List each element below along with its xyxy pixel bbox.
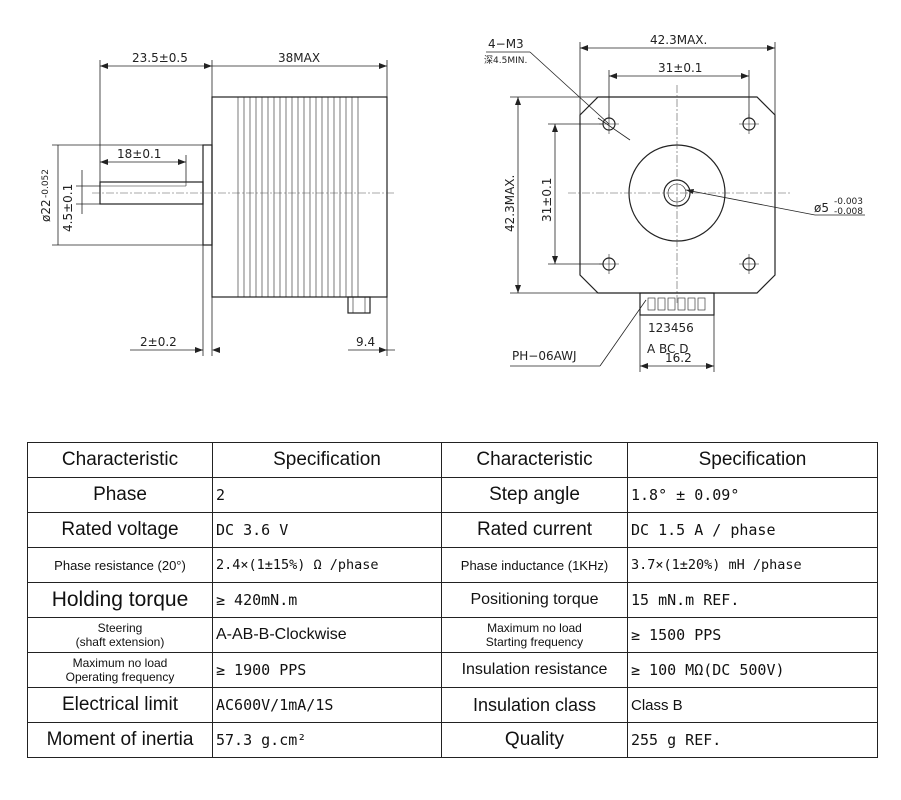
technical-drawing: 23.5±0.5 38MAX 18±0.1 4.5±0.1 ø22 -0.052… bbox=[39, 33, 865, 372]
dim-boss-tolerance: -0.052 bbox=[41, 169, 51, 198]
table-row: Holding torque ≥ 420mN.m Positioning tor… bbox=[27, 582, 878, 618]
header-characteristic-1: Characteristic bbox=[27, 442, 213, 478]
connector-part-number: PH−06AWJ bbox=[512, 349, 577, 363]
table-row: Steering (shaft extension) A-AB-B-Clockw… bbox=[27, 617, 878, 653]
row-moment-of-inertia-value: 57.3 g.cm² bbox=[212, 722, 442, 758]
row-electrical-limit-value: AC600V/1mA/1S bbox=[212, 687, 442, 723]
dim-flat-height: 4.5±0.1 bbox=[61, 184, 75, 232]
row-positioning-torque-label: Positioning torque bbox=[441, 582, 628, 618]
row-holding-torque-label: Holding torque bbox=[27, 582, 213, 618]
specification-table: Characteristic Specification Characteris… bbox=[27, 442, 878, 758]
dim-front-shaft-diameter: ø5 bbox=[814, 201, 829, 215]
row-phase-label: Phase bbox=[27, 477, 213, 513]
connector-outline bbox=[347, 296, 371, 314]
row-steering-label-line2: (shaft extension) bbox=[75, 635, 165, 649]
thread-spec-label: 4−M3 bbox=[488, 37, 524, 51]
row-starting-frequency-label: Maximum no load Starting frequency bbox=[441, 617, 628, 653]
row-step-angle-label: Step angle bbox=[441, 477, 628, 513]
dim-hole-spacing-vertical: 31±0.1 bbox=[540, 178, 554, 222]
row-step-angle-value: 1.8° ± 0.09° bbox=[627, 477, 878, 513]
table-row: Rated voltage DC 3.6 V Rated current DC … bbox=[27, 512, 878, 548]
row-phase-inductance-label: Phase inductance (1KHz) bbox=[441, 547, 628, 583]
row-operating-frequency-label: Maximum no load Operating frequency bbox=[27, 652, 213, 688]
flange-outline bbox=[579, 96, 776, 294]
row-quality-label: Quality bbox=[441, 722, 628, 758]
dim-boss-diameter: ø22 bbox=[39, 199, 53, 222]
row-operating-frequency-value: ≥ 1900 PPS bbox=[212, 652, 442, 688]
row-steering-value: A-AB-B-Clockwise bbox=[212, 617, 442, 653]
table-row: Electrical limit AC600V/1mA/1S Insulatio… bbox=[27, 687, 878, 723]
body-lamination-lines bbox=[237, 97, 359, 297]
row-operating-frequency-label-line1: Maximum no load bbox=[72, 656, 168, 670]
row-holding-torque-value: ≥ 420mN.m bbox=[212, 582, 442, 618]
dim-connector-width: 16.2 bbox=[665, 351, 692, 365]
dim-front-shaft-tol-upper: -0.003 bbox=[834, 197, 863, 207]
table-row: Maximum no load Operating frequency ≥ 19… bbox=[27, 652, 878, 688]
row-steering-label-line1: Steering bbox=[97, 621, 143, 635]
row-starting-frequency-value: ≥ 1500 PPS bbox=[627, 617, 878, 653]
row-steering-label: Steering (shaft extension) bbox=[27, 617, 213, 653]
connector-pins bbox=[647, 297, 706, 311]
row-moment-of-inertia-label: Moment of inertia bbox=[27, 722, 213, 758]
side-view: 23.5±0.5 38MAX 18±0.1 4.5±0.1 ø22 -0.052… bbox=[39, 51, 395, 356]
table-header-row: Characteristic Specification Characteris… bbox=[27, 442, 878, 478]
header-characteristic-2: Characteristic bbox=[441, 442, 628, 478]
row-positioning-torque-value: 15 mN.m REF. bbox=[627, 582, 878, 618]
row-quality-value: 255 g REF. bbox=[627, 722, 878, 758]
dim-hole-spacing-horizontal: 31±0.1 bbox=[658, 61, 702, 75]
dim-shaft-length: 23.5±0.5 bbox=[132, 51, 188, 65]
front-view: 123456 A BC D 16.2 PH−06AWJ 4−M3 深4.5MIN… bbox=[484, 33, 865, 372]
row-phase-resistance-value: 2.4×(1±15%) Ω /phase bbox=[212, 547, 442, 583]
table-row: Moment of inertia 57.3 g.cm² Quality 255… bbox=[27, 722, 878, 758]
table-row: Phase resistance (20°) 2.4×(1±15%) Ω /ph… bbox=[27, 547, 878, 583]
row-phase-value: 2 bbox=[212, 477, 442, 513]
row-rated-voltage-label: Rated voltage bbox=[27, 512, 213, 548]
thread-depth-label: 深4.5MIN. bbox=[484, 55, 527, 66]
row-starting-frequency-label-line2: Starting frequency bbox=[485, 635, 584, 649]
header-specification-2: Specification bbox=[627, 442, 878, 478]
row-phase-resistance-label: Phase resistance (20°) bbox=[27, 547, 213, 583]
dim-body-length: 38MAX bbox=[278, 51, 320, 65]
row-insulation-resistance-label: Insulation resistance bbox=[441, 652, 628, 688]
mounting-holes bbox=[599, 114, 759, 274]
dim-flat-length: 18±0.1 bbox=[117, 147, 161, 161]
row-operating-frequency-label-line2: Operating frequency bbox=[65, 670, 175, 684]
row-rated-voltage-value: DC 3.6 V bbox=[212, 512, 442, 548]
connector-pin-numbers: 123456 bbox=[648, 321, 694, 335]
row-rated-current-value: DC 1.5 A / phase bbox=[627, 512, 878, 548]
connector-phase-labels: A BC D bbox=[647, 342, 688, 356]
row-insulation-class-label: Insulation class bbox=[441, 687, 628, 723]
boss-outline bbox=[202, 144, 213, 246]
dim-connector-offset: 9.4 bbox=[356, 335, 375, 349]
dim-front-shaft-tol-lower: -0.008 bbox=[834, 207, 863, 217]
table-row: Phase 2 Step angle 1.8° ± 0.09° bbox=[27, 477, 878, 513]
row-phase-inductance-value: 3.7×(1±20%) mH /phase bbox=[627, 547, 878, 583]
row-starting-frequency-label-line1: Maximum no load bbox=[487, 621, 582, 635]
dim-body-height: 42.3MAX. bbox=[503, 175, 517, 232]
row-electrical-limit-label: Electrical limit bbox=[27, 687, 213, 723]
row-insulation-resistance-value: ≥ 100 MΩ(DC 500V) bbox=[627, 652, 878, 688]
front-connector-outline bbox=[639, 292, 715, 316]
dim-boss-depth: 2±0.2 bbox=[140, 335, 177, 349]
dim-body-width: 42.3MAX. bbox=[650, 33, 707, 47]
row-rated-current-label: Rated current bbox=[441, 512, 628, 548]
header-specification-1: Specification bbox=[212, 442, 442, 478]
row-insulation-class-value: Class B bbox=[627, 687, 878, 723]
